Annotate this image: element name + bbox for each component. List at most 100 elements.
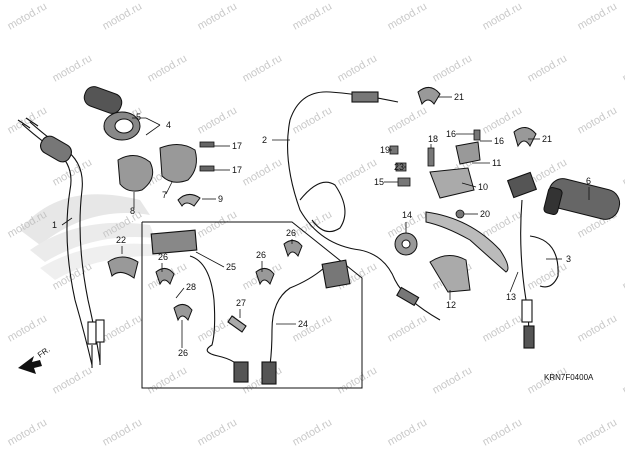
part-number-label: 11 bbox=[492, 158, 501, 168]
callout-p21a: 21 bbox=[438, 92, 464, 102]
part-number-label: 26 bbox=[178, 348, 188, 358]
watermark-text: motod.ru bbox=[101, 416, 145, 448]
callout-p26a: 26 bbox=[286, 228, 296, 244]
part-number-label: 3 bbox=[566, 254, 571, 264]
handlebar-grip bbox=[543, 178, 621, 220]
cable-band bbox=[107, 256, 139, 279]
watermark-text: motod.ru bbox=[576, 416, 620, 448]
watermark-text: motod.ru bbox=[241, 52, 285, 84]
callout-p14: 14 bbox=[402, 210, 412, 233]
watermark-text: motod.ru bbox=[481, 416, 525, 448]
leader-line bbox=[61, 217, 73, 226]
cable-clip-9 bbox=[177, 194, 201, 207]
callout-p21b: 21 bbox=[528, 134, 552, 144]
watermark-text: motod.ru bbox=[196, 416, 240, 448]
part-number-label: 5 bbox=[136, 112, 141, 122]
diagram-code: KRN7F0400A bbox=[544, 373, 594, 382]
front-direction-arrow: FR. bbox=[18, 345, 52, 374]
watermark-text: motod.ru bbox=[386, 0, 430, 32]
part-number-label: 28 bbox=[186, 282, 196, 292]
callout-p10: 10 bbox=[461, 182, 488, 192]
callout-p2: 2 bbox=[262, 135, 290, 145]
watermark-text: motod.ru bbox=[481, 312, 525, 344]
watermark-text: motod.ru bbox=[386, 104, 430, 136]
watermark-text: motod.ru bbox=[101, 0, 145, 32]
callout-layer: 1234567891011121314151616171718192021212… bbox=[52, 92, 591, 358]
cable-clips bbox=[417, 87, 537, 148]
watermark-text: motod.ru bbox=[6, 312, 50, 344]
watermark-text: motod.ru bbox=[386, 416, 430, 448]
callout-p26b: 26 bbox=[256, 250, 266, 272]
watermark-text: motod.ru bbox=[336, 52, 380, 84]
callout-p16b: 16 bbox=[480, 136, 504, 146]
callout-p25: 25 bbox=[195, 251, 236, 272]
callout-p20: 20 bbox=[464, 209, 490, 219]
part-number-label: 10 bbox=[478, 182, 488, 192]
small-bolts bbox=[389, 129, 481, 219]
watermark-text: motod.ru bbox=[526, 260, 570, 292]
part-number-label: 16 bbox=[446, 129, 456, 139]
callout-p9: 9 bbox=[202, 194, 223, 204]
watermark-text: motod.ru bbox=[621, 364, 625, 396]
watermark-text: motod.ru bbox=[196, 104, 240, 136]
callout-p17a: 17 bbox=[214, 141, 242, 151]
harness-clips bbox=[155, 240, 303, 322]
leader-line bbox=[165, 181, 173, 195]
watermark-text: motod.ru bbox=[621, 260, 625, 292]
callout-p24: 24 bbox=[276, 319, 308, 329]
watermark-text: motod.ru bbox=[386, 312, 430, 344]
harness-switch-group bbox=[150, 229, 351, 385]
part-number-label: 26 bbox=[158, 252, 168, 262]
watermark-text: motod.ru bbox=[241, 156, 285, 188]
leader-line bbox=[461, 182, 477, 188]
watermark-text: motod.ru bbox=[431, 364, 475, 396]
watermark-text: motod.ru bbox=[196, 208, 240, 240]
part-number-label: 14 bbox=[402, 210, 412, 220]
leader-line bbox=[509, 271, 519, 293]
right-switch-harness bbox=[506, 171, 559, 349]
callout-p8: 8 bbox=[130, 192, 135, 216]
part-number-label: 24 bbox=[298, 319, 308, 329]
callout-p7: 7 bbox=[162, 181, 173, 200]
watermark-text: motod.ru bbox=[6, 416, 50, 448]
part-number-label: 7 bbox=[162, 190, 167, 200]
part-number-label: 21 bbox=[542, 134, 552, 144]
watermark-text: motod.ru bbox=[51, 156, 95, 188]
throttle-pipe bbox=[83, 86, 141, 141]
part-number-label: 13 bbox=[506, 292, 516, 302]
part-number-label: 2 bbox=[262, 135, 267, 145]
watermark-text: motod.ru bbox=[481, 0, 525, 32]
watermark-text: motod.ru bbox=[6, 0, 50, 32]
leader-line bbox=[195, 251, 225, 268]
part-number-label: 27 bbox=[236, 298, 246, 308]
clutch-cable bbox=[286, 91, 441, 321]
part-number-label: 23 bbox=[394, 162, 404, 172]
part-number-label: 17 bbox=[232, 165, 242, 175]
callout-p4: 4 bbox=[145, 117, 171, 136]
part-number-label: 12 bbox=[446, 300, 456, 310]
part-number-label: 22 bbox=[116, 235, 126, 245]
clutch-lever-assembly bbox=[394, 141, 509, 293]
callout-p17b: 17 bbox=[214, 165, 242, 175]
callout-p3: 3 bbox=[546, 254, 571, 264]
callout-p5: 5 bbox=[132, 112, 146, 122]
leader-line bbox=[175, 287, 185, 299]
part-number-label: 25 bbox=[226, 262, 236, 272]
part-number-label: 15 bbox=[374, 177, 384, 187]
screws bbox=[199, 141, 215, 172]
watermark-text: motod.ru bbox=[431, 52, 475, 84]
part-number-label: 4 bbox=[166, 120, 171, 130]
callout-p15: 15 bbox=[374, 177, 398, 187]
watermark-text: motod.ru bbox=[196, 0, 240, 32]
watermark-text: motod.ru bbox=[336, 156, 380, 188]
leader-line bbox=[145, 124, 161, 136]
callout-p23: 23 bbox=[394, 162, 406, 172]
watermark-text: motod.ru bbox=[291, 416, 335, 448]
watermark-text: motod.ru bbox=[621, 156, 625, 188]
part-number-label: 9 bbox=[218, 194, 223, 204]
throttle-housing bbox=[117, 144, 197, 192]
watermark-text: motod.ru bbox=[146, 52, 190, 84]
watermark-text: motod.ru bbox=[6, 104, 50, 136]
